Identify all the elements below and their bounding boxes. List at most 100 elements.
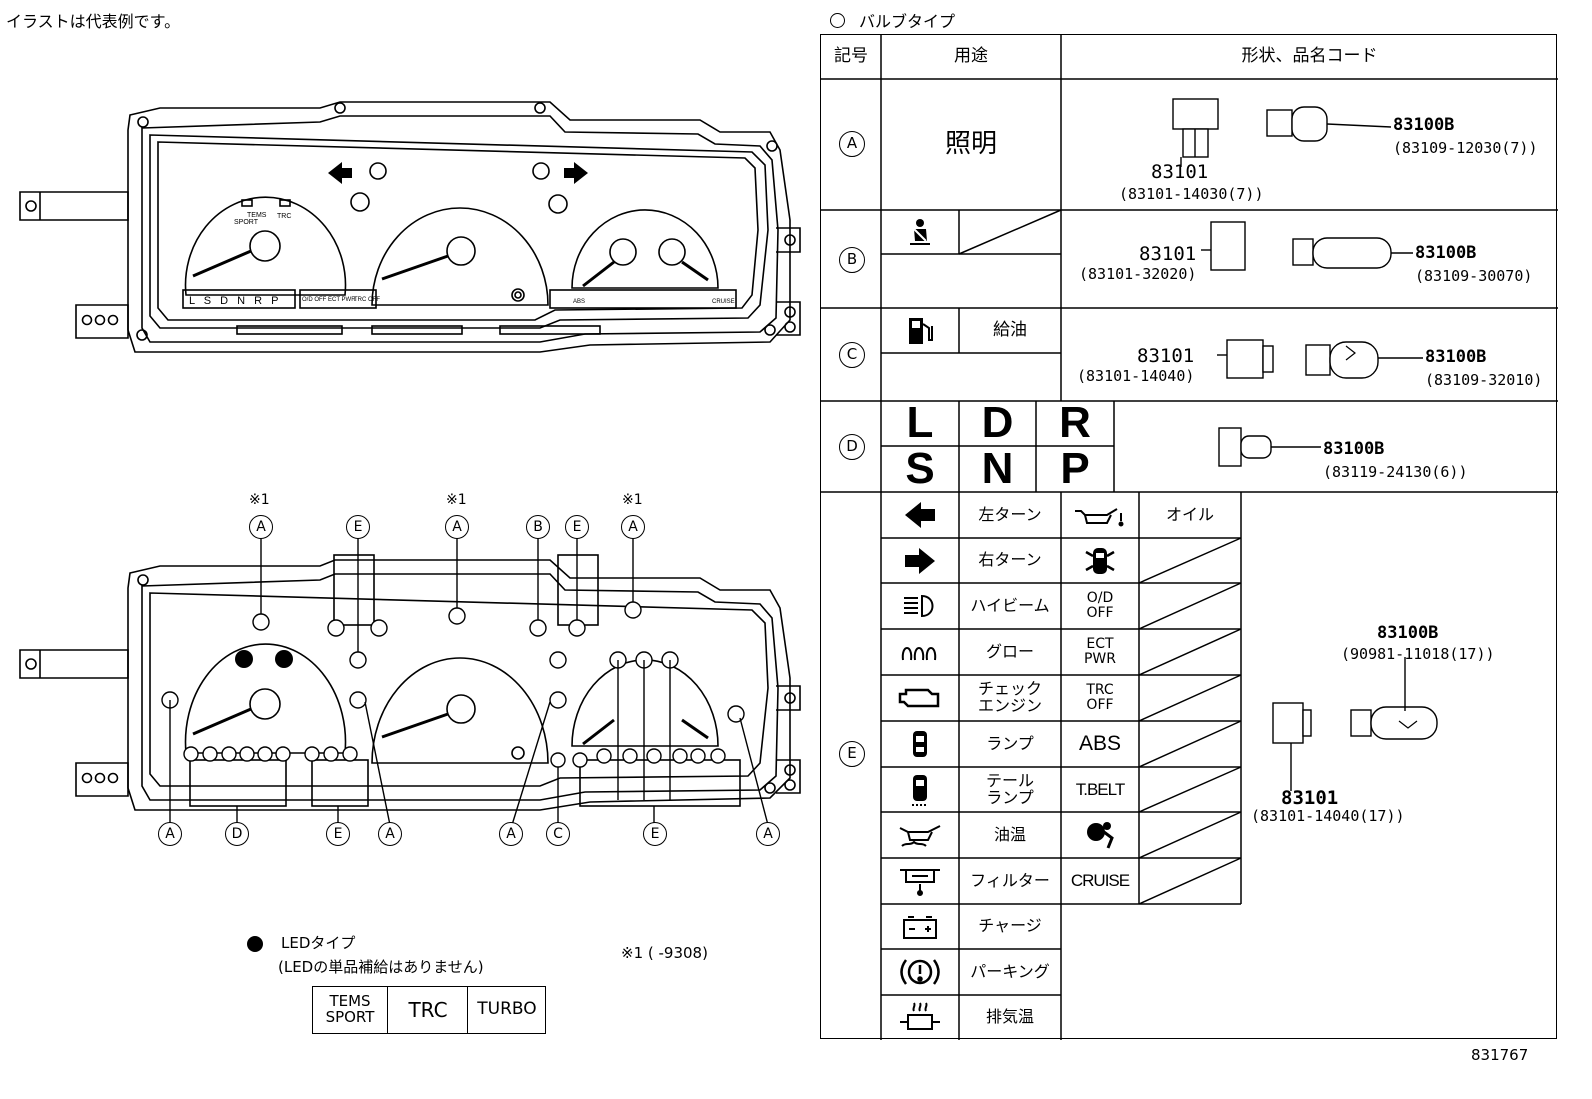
charge-label: チャージ	[978, 916, 1042, 936]
callout-e: E	[565, 515, 589, 539]
figure-number: 831767	[1471, 1046, 1529, 1064]
led-cell-turbo: TURBO	[477, 999, 537, 1020]
cluster-front-illustration: TEMS SPORT TRC L S D N R P O/D OFF ECT P…	[19, 101, 801, 353]
callout-a: A	[249, 515, 273, 539]
cluster-bulb-location-illustration	[19, 532, 801, 826]
left-turn-arrow-icon	[881, 492, 959, 538]
airbag-icon	[1061, 812, 1139, 858]
check-engine-icon	[881, 675, 959, 721]
oil-temp-label: 油温	[993, 824, 1026, 844]
fuel-pump-icon	[881, 308, 959, 353]
row-e-bulb-code: 83100B	[1377, 623, 1439, 643]
row-c-socket-sub: (83101-14040)	[1077, 367, 1195, 385]
led-sport-text: SPORT	[325, 1008, 375, 1026]
gear-letter-n: N	[981, 443, 1014, 493]
cruise-label: CRUISE	[712, 299, 735, 305]
row-e-socket-sub: (83101-14040(17))	[1251, 807, 1405, 825]
glow-plug-icon	[881, 629, 959, 675]
gear-letter-d: D	[981, 398, 1014, 448]
led-type-label: LEDタイプ	[281, 934, 356, 952]
ect-pwr-text: ECT PWR	[1083, 636, 1116, 667]
row-e-bulb-sub: (90981-11018(17))	[1341, 645, 1495, 663]
filter-icon	[881, 858, 959, 904]
door-lamp-icon	[881, 721, 959, 767]
tail-lamp-label: テール ランプ	[985, 770, 1034, 807]
trc-off-label: TRC OFF	[354, 297, 380, 303]
led-tems-text: TEMS	[329, 992, 371, 1011]
parking-brake-icon	[881, 949, 959, 995]
row-a-bulb-code: 83100B	[1393, 115, 1455, 135]
hollow-circle-icon	[830, 13, 845, 28]
row-symbol-a: A	[839, 131, 865, 157]
exhaust-temp-label: 排気温	[985, 1007, 1034, 1027]
door-open-icon	[1061, 538, 1139, 583]
callout-a: A	[499, 822, 523, 846]
tail-lamp-icon	[881, 767, 959, 812]
row-b-bulb-sub: (83109-30070)	[1415, 267, 1533, 285]
callout-a: A	[158, 822, 182, 846]
bulb-type-label: バルブタイプ	[859, 12, 956, 31]
row-b-socket-code: 83101	[1139, 243, 1197, 265]
illustration-note: イラストは代表例です。	[6, 12, 181, 31]
callout-a: A	[621, 515, 645, 539]
led-table: TEMS SPORT TRC TURBO	[312, 986, 546, 1034]
od-off-text: O/D OFF	[1086, 590, 1114, 621]
row-a-bulb-sub: (83109-12030(7))	[1393, 139, 1538, 157]
right-turn-label: 右ターン	[978, 550, 1042, 570]
lamp-label: ランプ	[986, 733, 1034, 753]
trc-off-text: TRC OFF	[1086, 682, 1114, 713]
callout-a: A	[378, 822, 402, 846]
row-c-socket-code: 83101	[1137, 345, 1195, 367]
right-turn-arrow-icon	[881, 538, 959, 583]
trc-gauge-label: TRC	[277, 213, 291, 220]
callout-e: E	[326, 822, 350, 846]
high-beam-label: ハイビーム	[970, 595, 1050, 615]
row-symbol-d: D	[839, 434, 865, 460]
led-cell-tems: TEMS SPORT	[313, 987, 388, 1033]
sport-label: SPORT	[234, 219, 259, 226]
cruise-text: CRUISE	[1070, 871, 1130, 891]
row-d-bulb-sub: (83119-24130(6))	[1323, 463, 1468, 481]
row-d-bulb-code: 83100B	[1323, 439, 1385, 459]
row-symbol-c: C	[839, 342, 865, 368]
callout-d: D	[225, 822, 249, 846]
tems-label: TEMS	[247, 212, 267, 219]
gear-letter-s: S	[905, 443, 935, 493]
header-use: 用途	[954, 46, 988, 67]
led-cell-trc: TRC	[389, 987, 468, 1033]
ect-pwr-label: ECT PWR	[328, 297, 356, 303]
callout-b: B	[526, 515, 550, 539]
callout-c: C	[546, 822, 570, 846]
row-e-socket-code: 83101	[1281, 787, 1339, 809]
table-grid	[821, 35, 1558, 1040]
gear-letter-p: P	[1060, 443, 1090, 493]
seatbelt-warning-icon	[881, 210, 959, 254]
row-b-bulb-code: 83100B	[1415, 243, 1477, 263]
glow-label: グロー	[985, 641, 1034, 661]
bulb-table: 記号 用途 形状、品名コード A 照明 83101 (83101-14030(7…	[820, 34, 1558, 1040]
row-symbol-e: E	[839, 741, 865, 767]
check-engine-label: チェック エンジン	[977, 679, 1042, 715]
battery-charge-icon	[881, 904, 959, 949]
row-a-socket-sub: (83101-14030(7))	[1119, 185, 1264, 203]
led-dot-icon	[247, 936, 263, 952]
parking-label: パーキング	[970, 961, 1050, 981]
filter-label: フィルター	[970, 870, 1050, 890]
note-mark: ※1	[249, 492, 270, 508]
bulb-type-heading: バルブタイプ	[830, 8, 955, 32]
oil-label: オイル	[1165, 504, 1214, 524]
header-shape-code: 形状、品名コード	[1241, 46, 1378, 67]
row-c-use: 給油	[993, 319, 1027, 340]
od-off-label: O/D OFF	[302, 297, 327, 303]
callout-a: A	[445, 515, 469, 539]
abs-label: ABS	[573, 299, 585, 305]
note-mark: ※1	[446, 492, 467, 508]
led-footnote: ※1 ( -9308)	[621, 944, 708, 962]
gear-letter-l: L	[906, 398, 934, 448]
oil-pressure-icon	[1061, 492, 1139, 538]
row-c-bulb-sub: (83109-32010)	[1425, 371, 1543, 389]
callout-e: E	[643, 822, 667, 846]
high-beam-icon	[881, 583, 959, 629]
gear-letter-r: R	[1059, 398, 1091, 448]
abs-text: ABS	[1078, 731, 1122, 755]
